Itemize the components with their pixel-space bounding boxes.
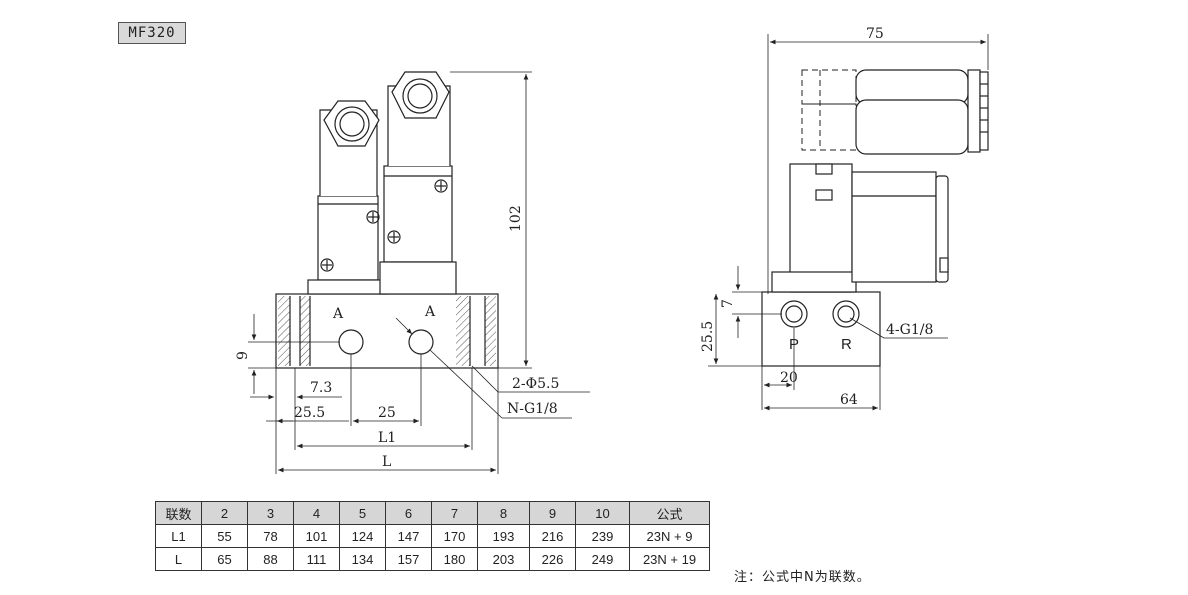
side-dimensions: [708, 34, 989, 411]
table-cell: 239: [575, 524, 630, 548]
table-cell: 170: [431, 524, 478, 548]
table-header-row: 联数 2 3 4 5 6 7 8 9 10 公式: [155, 501, 710, 525]
dim-l: L: [382, 454, 391, 470]
table-header-cell: 10: [575, 501, 630, 525]
table-cell: 23N + 9: [629, 524, 710, 548]
dim-25: 25: [378, 405, 396, 421]
table-header-cell: 7: [431, 501, 478, 525]
table-cell: 124: [339, 524, 386, 548]
table-cell: L: [155, 547, 202, 571]
callout-side-ports: 4-G1/8: [886, 322, 933, 338]
valve-coil-left: [317, 195, 379, 289]
label-port-p: P: [789, 336, 799, 353]
dim-7-3: 7.3: [310, 380, 332, 396]
table-cell: 147: [385, 524, 432, 548]
dimension-table: 联数 2 3 4 5 6 7 8 9 10 公式 L1 55 78 101 12…: [155, 501, 710, 571]
side-valve-body: [789, 163, 853, 293]
table-cell: 101: [293, 524, 340, 548]
table-header-cell: 6: [385, 501, 432, 525]
model-tag: MF320: [118, 22, 186, 44]
mount-hole-left: [278, 296, 290, 366]
dim-7: 7: [720, 299, 736, 308]
side-port-r: [832, 300, 860, 328]
table-cell: 226: [529, 547, 576, 571]
dim-9: 9: [235, 351, 251, 360]
front-view: [275, 71, 499, 369]
side-manifold-base: [761, 291, 881, 367]
table-header-cell: 3: [247, 501, 294, 525]
formula-note: 注：公式中N为联数。: [734, 570, 871, 585]
dim-20: 20: [780, 370, 798, 386]
table-cell: 23N + 19: [629, 547, 710, 571]
table-header-cell: 联数: [155, 501, 202, 525]
side-connector-lower: [855, 99, 969, 155]
side-coil-housing: [851, 171, 937, 283]
front-dimensions: [248, 71, 590, 474]
label-port-r: R: [841, 336, 852, 353]
table-cell: 88: [247, 547, 294, 571]
table-cell: 78: [247, 524, 294, 548]
table-cell: 65: [201, 547, 248, 571]
callout-mounting-holes: 2-Φ5.5: [512, 376, 559, 392]
table-cell: 180: [431, 547, 478, 571]
table-row: L 65 88 111 134 157 180 203 226 249 23N …: [155, 547, 710, 571]
table-header-cell: 公式: [629, 501, 710, 525]
table-header-cell: 2: [201, 501, 248, 525]
dim-64: 64: [840, 392, 858, 408]
table-cell: 55: [201, 524, 248, 548]
table-cell: 249: [575, 547, 630, 571]
label-port-a-left: A: [332, 306, 344, 322]
dim-height-102: 102: [508, 205, 524, 232]
table-cell: L1: [155, 524, 202, 548]
side-labels: 75 7 25.5 20 64 P R 4-G1/8: [700, 26, 933, 408]
table-cell: 157: [385, 547, 432, 571]
table-row: L1 55 78 101 124 147 170 193 216 239 23N…: [155, 524, 710, 548]
table-header-cell: 5: [339, 501, 386, 525]
table-cell: 193: [477, 524, 530, 548]
dim-l1: L1: [378, 430, 396, 446]
side-connector-upper: [855, 69, 969, 105]
table-header-cell: 4: [293, 501, 340, 525]
front-labels: A A 102 9 7.3 25.5 25 L1 L 2-Φ5.5 N-G1/8: [235, 205, 559, 470]
label-port-a-right: A: [424, 304, 436, 320]
dim-side-25-5: 25.5: [700, 321, 716, 352]
table-cell: 216: [529, 524, 576, 548]
table-cell: 203: [477, 547, 530, 571]
table-cell: 111: [293, 547, 340, 571]
callout-ports: N-G1/8: [507, 401, 558, 417]
dim-75: 75: [866, 26, 884, 42]
table-header-cell: 8: [477, 501, 530, 525]
side-view: [761, 69, 989, 367]
dim-25-5: 25.5: [294, 405, 325, 421]
mount-hole-right: [485, 296, 496, 366]
table-header-cell: 9: [529, 501, 576, 525]
table-cell: 134: [339, 547, 386, 571]
